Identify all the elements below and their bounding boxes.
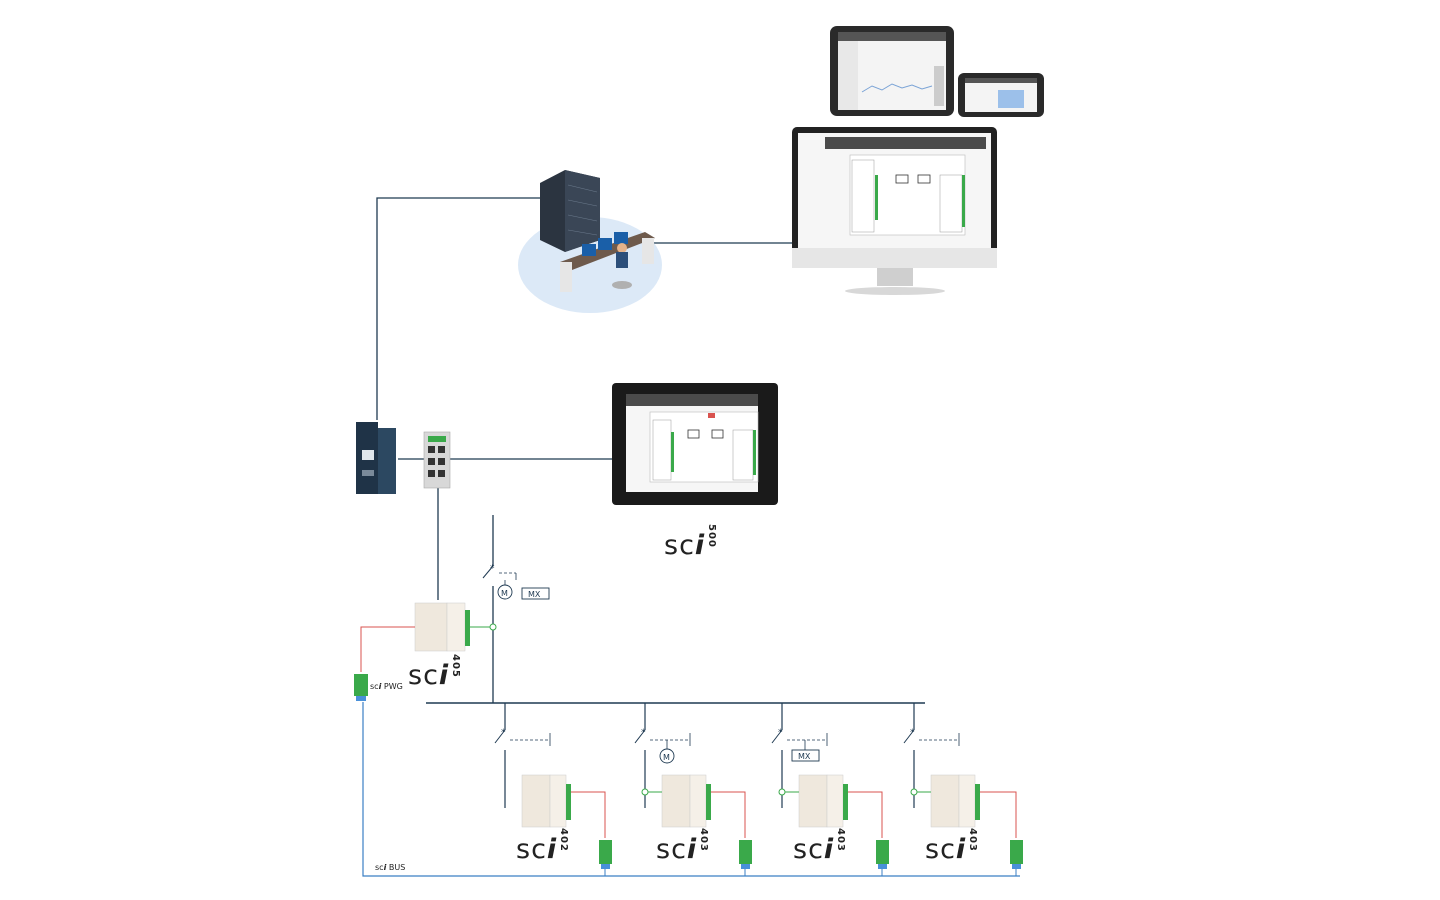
sci405-junction xyxy=(489,623,497,631)
bus-drops xyxy=(604,869,1017,876)
feeder-4-breaker-mark: * xyxy=(910,728,915,738)
sci405-num: 405 xyxy=(450,654,462,678)
incomer-motor-label: M xyxy=(501,589,508,598)
incomer-mx-label: MX xyxy=(528,590,541,599)
sci403-3-num: 403 xyxy=(967,828,979,852)
bus-suffix: BUS xyxy=(386,863,406,872)
sci-bus-label: sci BUS xyxy=(375,863,405,872)
pwg-prefix: sc xyxy=(370,682,379,691)
feeder-4-circuit xyxy=(903,703,960,808)
sci403-module-1 xyxy=(661,774,711,828)
sci403-2-num: 403 xyxy=(835,828,847,852)
feeder-pwg-blocks xyxy=(599,840,1023,869)
sci500-panel xyxy=(612,383,778,505)
sci403-module-2 xyxy=(798,774,848,828)
sci402-num: 402 xyxy=(558,828,570,852)
gateway-device xyxy=(356,422,396,494)
sci403-label-1: sci403 xyxy=(656,828,721,865)
pwg-suffix: PWG xyxy=(381,682,403,691)
sci500-prefix: sc xyxy=(664,530,695,561)
feeder-2-motor-label: M xyxy=(663,753,670,762)
sci-pwg-label: sci PWG xyxy=(370,682,403,691)
sci500-num: 500 xyxy=(706,524,718,548)
sci500-label: sci500 xyxy=(664,524,729,561)
sci402-label: sci402 xyxy=(516,828,581,865)
incomer-circuit xyxy=(482,515,550,703)
sci403-label-3: sci403 xyxy=(925,828,990,865)
desktop-monitor xyxy=(792,127,997,295)
tablet-device xyxy=(830,26,954,116)
sci402-module xyxy=(521,774,571,828)
feeder-1-circuit xyxy=(494,703,551,808)
sci405-red-wire xyxy=(360,626,415,672)
bus-i: i xyxy=(383,863,387,872)
gateway-to-control-room-line xyxy=(376,197,545,420)
sci405-module xyxy=(414,602,470,652)
sci403-label-2: sci403 xyxy=(793,828,858,865)
sci403-2-prefix: sc xyxy=(793,834,824,865)
incomer-breaker-mark: * xyxy=(490,564,495,574)
phone-device xyxy=(958,73,1044,117)
feeder-3-breaker-mark: * xyxy=(778,728,783,738)
ethernet-switch-device xyxy=(423,431,451,489)
sci402-i: i xyxy=(546,834,558,865)
sci500-i: i xyxy=(694,530,706,561)
bus-prefix: sc xyxy=(375,863,384,872)
sci403-1-i: i xyxy=(686,834,698,865)
sci403-3-i: i xyxy=(955,834,967,865)
pwg-device xyxy=(354,674,368,701)
sci403-module-3 xyxy=(930,774,980,828)
feeder-2-breaker-mark: * xyxy=(641,728,646,738)
feeder-3-mx-label: MX xyxy=(798,752,811,761)
sci403-1-num: 403 xyxy=(698,828,710,852)
sci405-i: i xyxy=(438,660,450,691)
pwg-i: i xyxy=(378,682,382,691)
feeder-1-breaker-mark: * xyxy=(501,728,506,738)
sci403-1-prefix: sc xyxy=(656,834,687,865)
sci402-prefix: sc xyxy=(516,834,547,865)
control-room-illustration xyxy=(518,170,662,313)
feeder-wiring xyxy=(571,788,1017,838)
feeder-3-circuit xyxy=(771,703,828,808)
sci-bus-line xyxy=(362,702,1020,877)
sci405-prefix: sc xyxy=(408,660,439,691)
sci403-2-i: i xyxy=(823,834,835,865)
network-lines xyxy=(376,197,795,600)
sci403-3-prefix: sc xyxy=(925,834,956,865)
feeder-2-circuit xyxy=(634,703,691,808)
sci405-label: sci405 xyxy=(408,654,473,691)
